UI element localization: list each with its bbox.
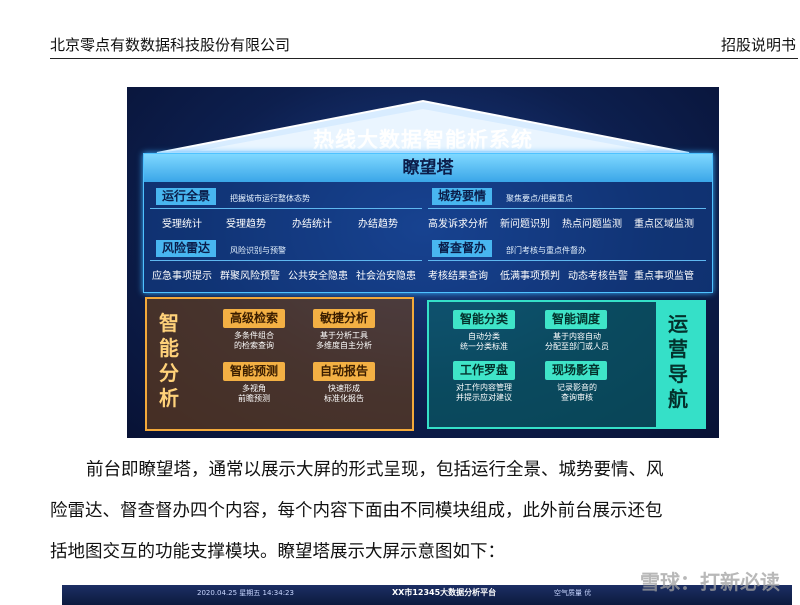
operation-navigation-box: 运 营 导 航 智能分类 自动分类 统一分类标准 智能调度 基于内容自动 分配至… bbox=[427, 300, 706, 429]
smart-classify-button: 智能分类 bbox=[453, 310, 515, 329]
desc-line: 分配至部门或人员 bbox=[545, 342, 609, 351]
module-item: 办结统计 bbox=[292, 219, 332, 230]
header-divider bbox=[50, 58, 798, 59]
strip-title: XX市12345大数据分析平台 bbox=[392, 588, 497, 597]
module-item: 受理趋势 bbox=[226, 219, 266, 230]
agile-analysis-desc: 基于分析工具 多维度自主分析 bbox=[299, 331, 389, 351]
smart-dispatch-desc: 基于内容自动 分配至部门或人员 bbox=[529, 332, 625, 352]
desc-line: 记录影音的 bbox=[557, 383, 597, 392]
title-char: 导 bbox=[668, 362, 688, 386]
module-item: 新问题识别 bbox=[500, 219, 550, 230]
body-line-1: 前台即瞭望塔，通常以展示大屏的形式呈现，包括运行全景、城势要情、风 bbox=[86, 460, 664, 480]
title-char: 析 bbox=[159, 386, 179, 410]
panel-desc: 部门考核与重点件督办 bbox=[506, 246, 586, 255]
module-item: 办结趋势 bbox=[358, 219, 398, 230]
desc-line: 统一分类标准 bbox=[460, 342, 508, 351]
watermark: 雪球：打新必读 bbox=[640, 570, 780, 594]
panel-tag: 城势要情 bbox=[432, 188, 493, 205]
auto-report-button: 自动报告 bbox=[313, 362, 375, 381]
title-char: 航 bbox=[668, 387, 688, 411]
desc-line: 基于内容自动 bbox=[553, 332, 601, 341]
desc-line: 多条件组合 bbox=[234, 331, 274, 340]
system-diagram: 热线大数据智能析系统 瞭望塔 运行全景 把握城市运行整体态势 受理统计 受理趋势… bbox=[127, 87, 719, 438]
module-item: 群聚风险预警 bbox=[220, 271, 280, 282]
body-line-2: 险雷达、督查督办四个内容，每个内容下面由不同模块组成，此外前台展示还包 bbox=[50, 501, 663, 521]
advanced-search-button: 高级检索 bbox=[223, 309, 285, 328]
company-name: 北京零点有数数据科技股份有限公司 bbox=[50, 36, 291, 54]
desc-line: 基于分析工具 bbox=[320, 331, 368, 340]
smart-analysis-box: 智 能 分 析 高级检索 多条件组合 的检索查询 敏捷分析 基于分析工具 多维度… bbox=[145, 297, 414, 431]
field-media-desc: 记录影音的 查询审核 bbox=[529, 383, 625, 403]
operation-side-bar bbox=[656, 302, 704, 427]
next-figure-strip: 2020.04.25 星期五 14:34:23 XX市12345大数据分析平台 … bbox=[62, 585, 792, 605]
panel-divider bbox=[150, 208, 422, 209]
smart-prediction-button: 智能预测 bbox=[223, 362, 285, 381]
title-char: 营 bbox=[668, 337, 688, 361]
module-item: 重点事项监管 bbox=[634, 271, 694, 282]
work-compass-button: 工作罗盘 bbox=[453, 361, 515, 380]
module-item: 应急事项提示 bbox=[152, 271, 212, 282]
desc-line: 对工作内容管理 bbox=[456, 383, 512, 392]
doc-type: 招股说明书 bbox=[720, 36, 796, 54]
body-line-3: 括地图交互的功能支撑模块。瞭望塔展示大屏示意图如下： bbox=[50, 542, 505, 562]
panel-divider bbox=[428, 260, 706, 261]
panel-operation-overview: 运行全景 把握城市运行整体态势 受理统计 受理趋势 办结统计 办结趋势 bbox=[150, 188, 422, 233]
smart-prediction-desc: 多视角 前瞻预测 bbox=[213, 384, 295, 404]
agile-analysis-button: 敏捷分析 bbox=[313, 309, 375, 328]
desc-line: 多维度自主分析 bbox=[316, 341, 372, 350]
title-char: 能 bbox=[159, 336, 179, 360]
system-title: 热线大数据智能析系统 bbox=[313, 128, 533, 152]
panel-desc: 把握城市运行整体态势 bbox=[230, 194, 310, 203]
title-char: 分 bbox=[159, 361, 179, 385]
panel-tag: 运行全景 bbox=[156, 188, 217, 205]
watchtower-title: 瞭望塔 bbox=[144, 154, 712, 182]
desc-line: 的检索查询 bbox=[234, 341, 274, 350]
desc-line: 并提示应对建议 bbox=[456, 393, 512, 402]
module-item: 考核结果查询 bbox=[428, 271, 488, 282]
module-item: 受理统计 bbox=[162, 219, 202, 230]
desc-line: 多视角 bbox=[242, 384, 266, 393]
desc-line: 快速形成 bbox=[328, 384, 360, 393]
panel-tag: 风险雷达 bbox=[156, 240, 217, 257]
module-item: 公共安全隐患 bbox=[288, 271, 348, 282]
strip-air-quality: 空气质量 优 bbox=[554, 589, 592, 597]
module-item: 高发诉求分析 bbox=[428, 219, 488, 230]
strip-datetime: 2020.04.25 星期五 14:34:23 bbox=[197, 589, 294, 597]
panel-city-situation: 城势要情 聚焦要点/把握重点 高发诉求分析 新问题识别 热点问题监测 重点区域监… bbox=[428, 188, 706, 233]
panel-divider bbox=[150, 260, 422, 261]
panel-desc: 聚焦要点/把握重点 bbox=[506, 194, 573, 203]
panel-supervision: 督查督办 部门考核与重点件督办 考核结果查询 低满事项预判 动态考核告警 重点事… bbox=[428, 240, 706, 285]
panel-divider bbox=[428, 208, 706, 209]
panel-risk-radar: 风险雷达 风险识别与预警 应急事项提示 群聚风险预警 公共安全隐患 社会治安隐患 bbox=[150, 240, 422, 285]
desc-line: 前瞻预测 bbox=[238, 394, 270, 403]
module-item: 热点问题监测 bbox=[562, 219, 622, 230]
field-media-button: 现场影音 bbox=[545, 361, 607, 380]
module-item: 低满事项预判 bbox=[500, 271, 560, 282]
work-compass-desc: 对工作内容管理 并提示应对建议 bbox=[437, 383, 531, 403]
module-item: 社会治安隐患 bbox=[356, 271, 416, 282]
auto-report-desc: 快速形成 标准化报告 bbox=[299, 384, 389, 404]
title-char: 智 bbox=[159, 311, 179, 335]
smart-dispatch-button: 智能调度 bbox=[545, 310, 607, 329]
desc-line: 自动分类 bbox=[468, 332, 500, 341]
desc-line: 标准化报告 bbox=[324, 394, 364, 403]
smart-classify-desc: 自动分类 统一分类标准 bbox=[439, 332, 529, 352]
panel-tag: 督查督办 bbox=[432, 240, 493, 257]
title-char: 运 bbox=[668, 312, 688, 336]
panel-desc: 风险识别与预警 bbox=[230, 246, 286, 255]
module-item: 重点区域监测 bbox=[634, 219, 694, 230]
advanced-search-desc: 多条件组合 的检索查询 bbox=[213, 331, 295, 351]
page-header: 北京零点有数数据科技股份有限公司 招股说明书 bbox=[50, 34, 798, 56]
operation-navigation-title: 运 营 导 航 bbox=[668, 312, 692, 412]
smart-analysis-title: 智 能 分 析 bbox=[159, 311, 183, 411]
module-item: 动态考核告警 bbox=[568, 271, 628, 282]
desc-line: 查询审核 bbox=[561, 393, 593, 402]
watchtower-panel: 瞭望塔 运行全景 把握城市运行整体态势 受理统计 受理趋势 办结统计 办结趋势 … bbox=[143, 153, 713, 293]
